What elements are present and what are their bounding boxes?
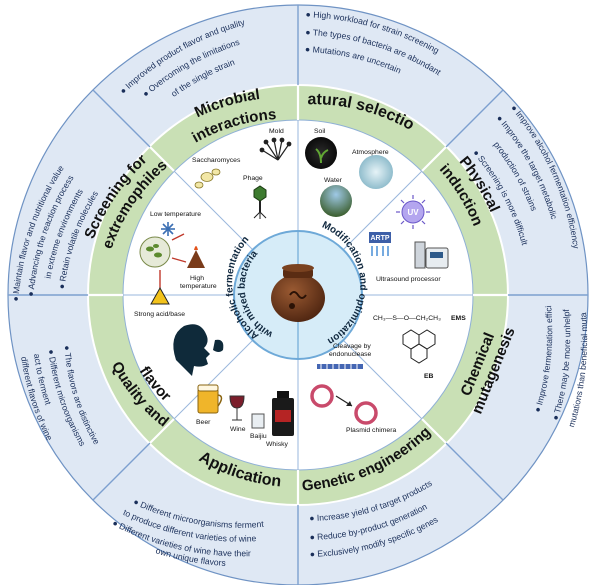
label-soil: Soil (314, 128, 326, 135)
label-cleavage-2: endonuclease (329, 351, 372, 358)
label-beer: Beer (196, 419, 211, 426)
label-low-temperature: Low temperature (150, 211, 201, 218)
artp-icon: ARTP (369, 232, 391, 256)
label-strong-acid-base: Strong acid/base (134, 311, 185, 318)
inner-dividers (123, 120, 473, 470)
beer-icon (197, 384, 223, 414)
label-water: Water (324, 177, 343, 184)
eb-molecule-icon (402, 329, 436, 364)
label-eb: EB (424, 373, 434, 380)
whisky-icon (272, 391, 294, 436)
label-high-temperature-1: High (190, 275, 204, 282)
acid-warning-icon (150, 286, 170, 305)
uv-icon: UV (396, 195, 430, 229)
label-artp: ARTP (370, 235, 389, 242)
label-high-temperature-2: temperature (180, 283, 217, 290)
label-plasmid: Plasmid chimera (346, 427, 396, 434)
mold-icon (259, 137, 292, 161)
microbe-cluster-icon (139, 233, 187, 288)
label-phage: Phage (243, 175, 263, 182)
fermentation-pot-icon (271, 264, 325, 322)
label-cleavage-1: Cleavage by (333, 343, 371, 350)
label-atmosphere: Atmosphere (352, 149, 389, 156)
snowflake-icon (161, 222, 175, 236)
baijiu-icon (251, 413, 265, 429)
label-mold: Mold (269, 128, 284, 135)
saccharomyces-icon (194, 168, 221, 189)
atmosphere-icon (359, 155, 393, 189)
label-ems-formula: CH₃—S—O—CH₂CH₃ (373, 315, 441, 322)
sprout-icon (315, 148, 329, 164)
wine-icon (229, 395, 245, 421)
label-wine: Wine (230, 426, 246, 433)
plasmid-icon (310, 384, 378, 425)
label-whisky: Whisky (266, 441, 289, 448)
soil-icon (305, 137, 337, 169)
label-ultrasound: Ultrasound processor (376, 276, 441, 283)
label-baijiu: Baijiu (250, 433, 267, 440)
tasting-person-icon (173, 324, 224, 376)
green-dividers (88, 85, 508, 505)
label-saccharomyces: Saccharomyces (192, 157, 241, 164)
volcano-icon (187, 246, 205, 268)
dna-strand-icon (317, 364, 363, 369)
label-uv: UV (407, 208, 419, 217)
outer-dividers (8, 5, 588, 585)
phage-icon (253, 185, 267, 219)
water-icon (320, 185, 352, 217)
label-ems: EMS (451, 315, 466, 322)
ultrasound-processor-icon (414, 241, 449, 269)
